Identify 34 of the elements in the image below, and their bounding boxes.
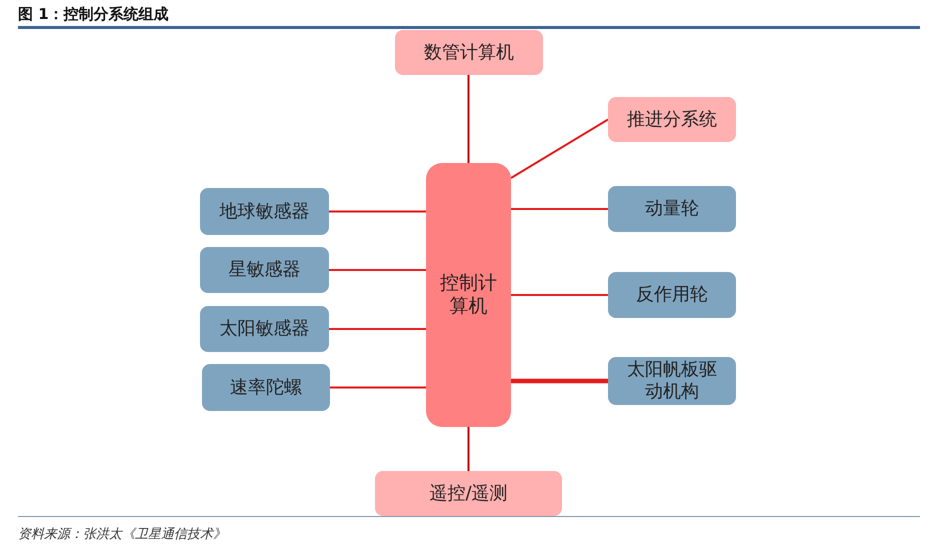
node-label: 推进分系统 <box>627 108 717 130</box>
node-label: 星敏感器 <box>228 259 300 281</box>
node-label: 太阳帆板驱动机构 <box>626 359 718 403</box>
node-label: 数管计算机 <box>424 42 514 64</box>
system-box <box>395 30 543 75</box>
node-label: 动量轮 <box>645 198 699 220</box>
connector-line <box>329 328 426 330</box>
controller-box <box>426 163 511 427</box>
connector-line <box>468 75 470 163</box>
sensor-box <box>202 364 330 411</box>
actuator-box <box>608 186 736 232</box>
sensor-box <box>200 188 329 235</box>
node-label: 太阳敏感器 <box>220 318 310 340</box>
system-box <box>608 97 736 142</box>
connector-line <box>511 294 608 296</box>
system-box <box>375 471 562 516</box>
node-label: 遥控/遥测 <box>429 482 508 504</box>
connector-line <box>329 210 426 212</box>
node-label: 速率陀螺 <box>230 376 302 398</box>
connector-line <box>330 386 426 388</box>
actuator-box <box>608 357 736 405</box>
node-label: 控制计算机 <box>439 272 498 318</box>
source-note: 资料来源：张洪太《卫星通信技术》 <box>18 526 226 543</box>
connector-line <box>329 269 426 271</box>
node-label: 地球敏感器 <box>220 200 310 222</box>
sensor-box <box>200 247 329 293</box>
connector-line <box>511 208 608 210</box>
connector-line <box>510 118 609 179</box>
figure-title: 图 1：控制分系统组成 <box>18 5 169 24</box>
node-label: 反作用轮 <box>636 284 708 306</box>
connector-line <box>511 378 608 384</box>
sensor-box <box>200 306 329 352</box>
connector-line <box>468 427 470 471</box>
actuator-box <box>608 272 736 318</box>
